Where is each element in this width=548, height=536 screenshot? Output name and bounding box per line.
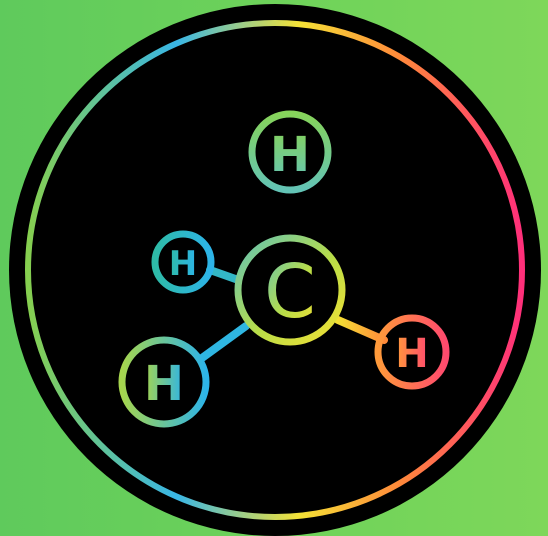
atom-top: H <box>248 110 332 194</box>
atom-center-label: C <box>264 249 316 335</box>
rainbow-ring <box>25 20 525 520</box>
atom-right-label: H <box>395 331 428 377</box>
atom-bottom-left-label: H <box>144 356 184 412</box>
atom-left: H <box>151 230 215 294</box>
atom-left-label: H <box>169 244 197 284</box>
atom-top-label: H <box>270 127 310 183</box>
atom-right: H <box>374 314 450 390</box>
atom-bottom-left: H <box>118 336 210 428</box>
atom-center: C <box>234 234 346 346</box>
bond-bottom-left <box>198 322 250 362</box>
bond-right <box>334 316 388 344</box>
